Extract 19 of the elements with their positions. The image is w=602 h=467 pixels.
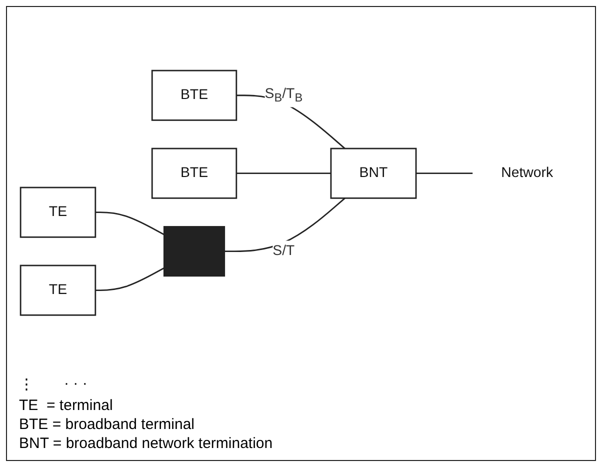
node-box: BTE [151, 70, 238, 122]
connector [95, 212, 164, 236]
ellipsis-mark: · · · [64, 375, 88, 393]
node-box: BTE [151, 148, 238, 200]
edge-label: S$_{B}$/T$_{B}$ [264, 86, 303, 105]
abbreviation-note: BTE = broadband terminal [19, 416, 196, 433]
abbreviation-note: TE = terminal [19, 397, 114, 414]
abbreviation-note: BNT = broadband network termination [19, 435, 274, 452]
ellipsis-mark: ⋮ [19, 375, 34, 393]
node-text: Network [501, 164, 554, 181]
connector [416, 172, 473, 174]
node-box: BNT [330, 148, 417, 200]
node-box: TE [20, 264, 96, 316]
edge-label: S/T [272, 242, 295, 259]
connector [224, 198, 346, 252]
node-box: TE [20, 186, 96, 238]
connector [236, 172, 331, 174]
node-bar [163, 226, 226, 277]
connector [95, 268, 164, 292]
